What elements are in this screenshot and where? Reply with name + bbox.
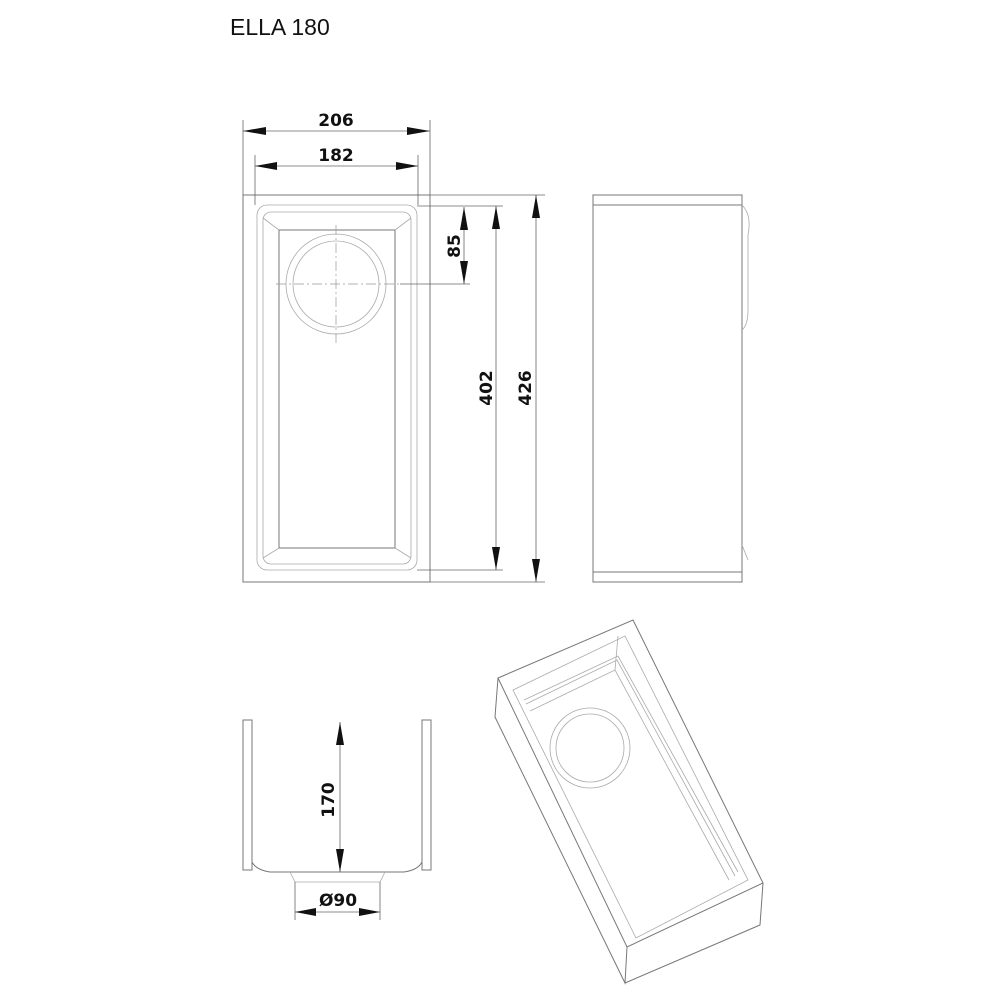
dim-label-170: 170 (319, 782, 339, 818)
dim-label-85: 85 (445, 234, 465, 258)
drawing-title: ELLA 180 (230, 14, 330, 40)
side-view (592, 194, 750, 583)
dim-overall-length: 426 (516, 195, 540, 582)
dim-label-182: 182 (318, 146, 354, 166)
plan-view (242, 194, 431, 583)
dim-label-206: 206 (318, 111, 354, 131)
dim-inner-width: 182 (255, 146, 418, 170)
iso-drain-outer (549, 707, 631, 789)
dim-label-90: Ø90 (319, 891, 357, 911)
dim-drain-diameter: Ø90 (295, 891, 380, 916)
iso-drain-inner (555, 713, 625, 783)
front-section-view (242, 719, 432, 920)
dim-drain-offset: 85 (445, 207, 468, 284)
dim-inner-length: 402 (477, 206, 500, 570)
dim-depth: 170 (319, 722, 344, 872)
dim-label-402: 402 (477, 370, 497, 406)
dim-label-426: 426 (516, 370, 536, 406)
isometric-view (494, 619, 764, 985)
dim-overall-width: 206 (243, 111, 430, 135)
